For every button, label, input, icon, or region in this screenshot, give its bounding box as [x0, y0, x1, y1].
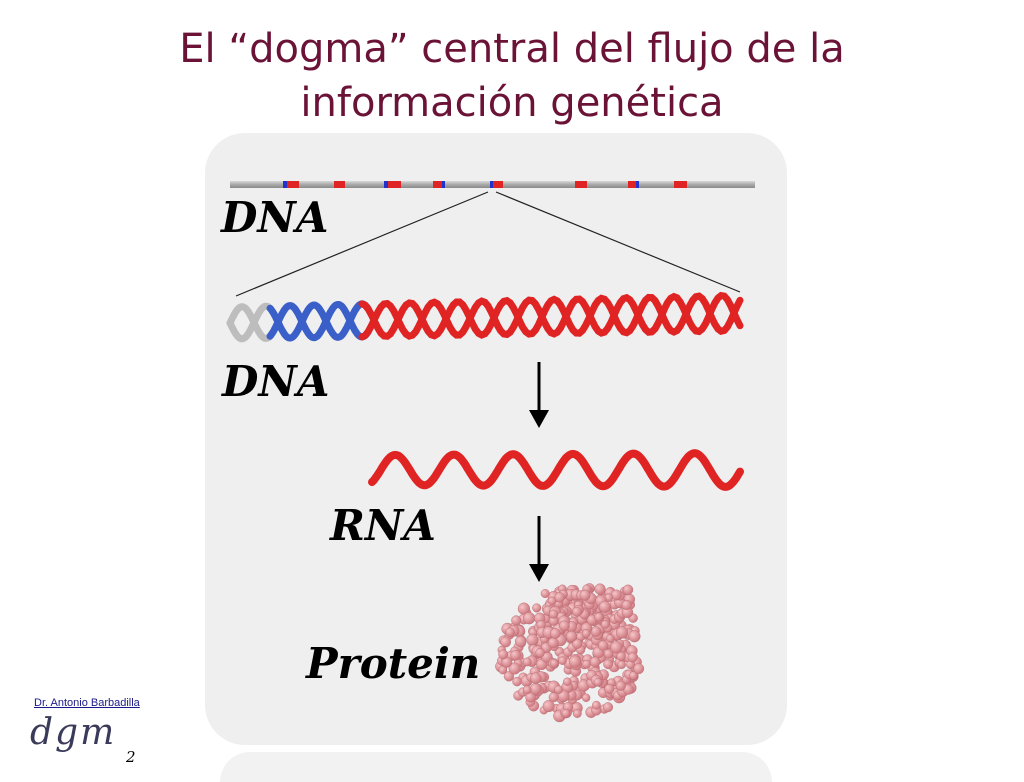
protein-atom — [604, 683, 615, 694]
protein-atom — [572, 638, 583, 649]
protein-atom — [550, 628, 561, 639]
zoom-lines — [235, 191, 741, 297]
protein-atom — [572, 606, 582, 617]
protein-atom — [565, 630, 578, 643]
protein-atom — [593, 678, 603, 687]
protein-atom — [558, 656, 567, 665]
protein-atom — [610, 641, 623, 654]
rna-helix — [368, 449, 744, 491]
protein-atom — [561, 709, 571, 718]
dgm-logo: dgm — [30, 712, 117, 753]
protein-atom — [554, 685, 563, 694]
protein-atom — [512, 676, 522, 687]
protein-atom — [579, 589, 591, 601]
protein-atom — [628, 630, 641, 643]
protein-atom — [622, 584, 634, 595]
protein-structure — [495, 583, 645, 723]
protein-atom — [542, 700, 555, 713]
chromosome-bar — [230, 181, 755, 188]
protein-atom — [554, 592, 565, 603]
title-line-1: El “dogma” central del flujo de la — [179, 26, 845, 72]
protein-atom — [582, 629, 591, 638]
protein-atom — [548, 692, 559, 703]
protein-atom — [529, 683, 542, 695]
protein-atom — [530, 672, 542, 685]
protein-atom — [594, 583, 606, 595]
protein-atom — [603, 659, 613, 670]
protein-atom — [563, 677, 572, 686]
protein-atom — [572, 709, 582, 718]
rna-strand — [368, 449, 744, 491]
protein-atom — [559, 620, 570, 632]
protein-atom — [621, 600, 632, 611]
title-line-2: información genética — [300, 80, 724, 126]
dna-double-helix — [226, 291, 744, 343]
protein-atom — [505, 627, 515, 637]
protein-atom — [503, 671, 515, 682]
protein-atom — [526, 633, 539, 647]
protein-atom — [510, 649, 521, 661]
dna-blue-strand-2 — [266, 301, 372, 342]
protein-atom — [514, 635, 527, 648]
protein-atom — [606, 634, 615, 643]
protein-atom — [615, 680, 626, 691]
protein-atom — [532, 603, 542, 613]
protein-atom — [549, 609, 559, 619]
protein-atom — [594, 612, 604, 622]
protein-atom — [592, 700, 601, 710]
protein-atom — [540, 589, 550, 599]
protein-atom — [547, 637, 559, 649]
protein-atom — [522, 657, 532, 667]
protein-atom — [627, 652, 638, 663]
label-protein: Protein — [305, 639, 480, 688]
protein-atom — [589, 656, 601, 668]
protein-atom — [616, 651, 626, 661]
protein-atom — [582, 659, 591, 669]
protein-atom — [550, 659, 559, 668]
gene-markers — [283, 181, 687, 188]
protein-atom — [598, 600, 611, 613]
protein-atom — [508, 662, 521, 675]
dna-red-strand-1 — [358, 292, 744, 340]
protein-atom — [522, 685, 532, 695]
protein-atom — [498, 649, 509, 660]
author-link[interactable]: Dr. Antonio Barbadilla — [34, 697, 140, 709]
protein-atom — [617, 660, 626, 670]
protein-atom — [522, 612, 536, 625]
arrow-rna-to-protein — [529, 516, 549, 582]
label-rna: RNA — [329, 501, 436, 550]
protein-atom — [500, 636, 511, 648]
protein-atom — [615, 626, 629, 639]
protein-atom — [511, 615, 522, 626]
protein-atom — [629, 671, 638, 680]
protein-atom — [581, 693, 591, 702]
protein-atom — [598, 640, 609, 651]
protein-atom — [603, 702, 614, 713]
protein-atom — [600, 620, 610, 629]
protein-atom — [633, 663, 645, 675]
dna-red-strand-2 — [358, 291, 744, 341]
protein-atom — [535, 648, 545, 658]
arrow-dna-to-rna — [529, 362, 549, 428]
page-number: 2 — [126, 748, 136, 766]
protein-atom — [498, 665, 508, 675]
protein-atom — [568, 655, 582, 668]
diagram-panel — [205, 133, 787, 745]
slide-title: El “dogma” central del flujo de la infor… — [0, 22, 1024, 130]
label-dna-top: DNA — [220, 193, 328, 242]
label-dna-middle: DNA — [221, 357, 329, 406]
